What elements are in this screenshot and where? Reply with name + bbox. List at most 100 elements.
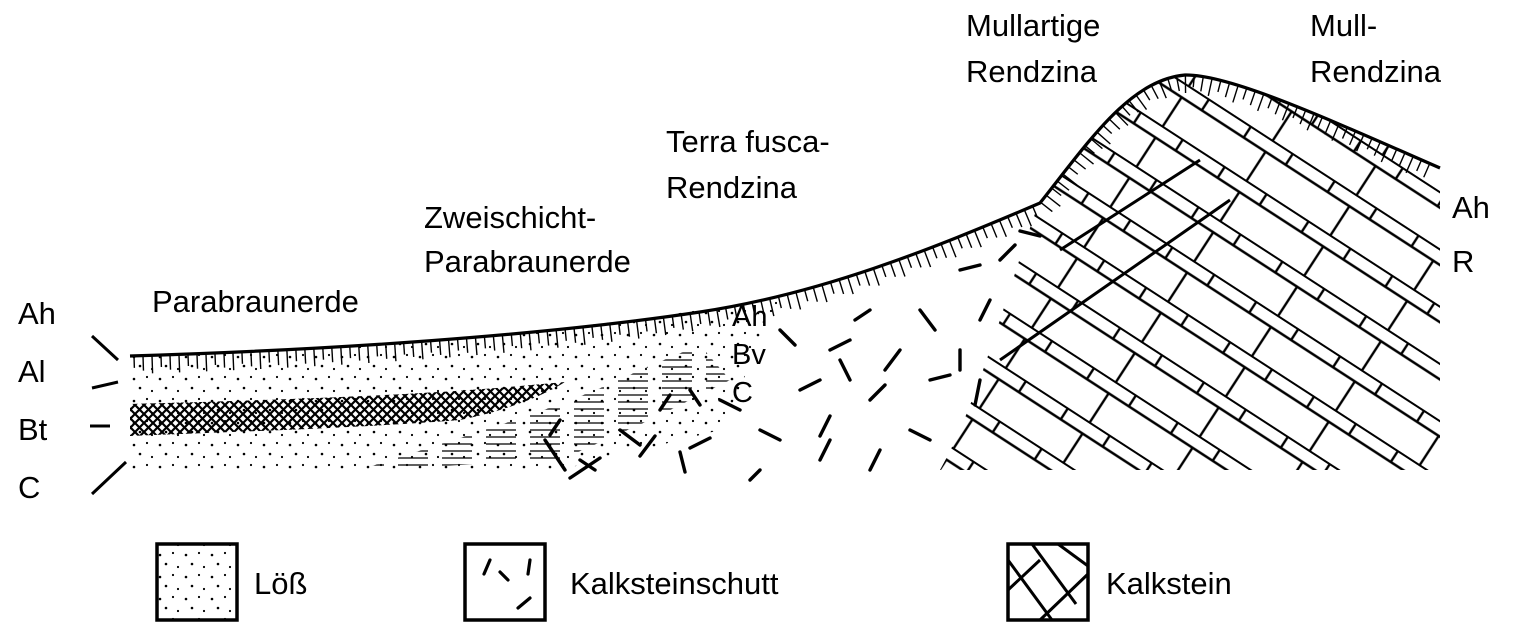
limestone-rubble: [543, 229, 1042, 482]
rubble-dash: [818, 438, 832, 462]
horizon-left-bt: Bt: [18, 412, 48, 447]
hatch-mark: [295, 349, 298, 362]
hatch-mark: [1007, 216, 1013, 229]
rubble-dash: [678, 450, 687, 474]
hatch-mark: [447, 339, 451, 358]
hatch-mark: [653, 318, 658, 334]
horizon-left-ah: Ah: [18, 296, 56, 331]
rubble-dash: [908, 428, 932, 442]
rubble-dash: [748, 468, 762, 482]
legend-swatch-loess: [155, 542, 239, 622]
hatch-mark: [671, 315, 675, 328]
hatch-mark: [223, 352, 226, 368]
hatch-mark: [680, 314, 685, 330]
bt-horizon-band: [130, 382, 565, 436]
legend-swatch-kalksteinschutt: [463, 542, 547, 622]
horizon-middle-c: C: [732, 377, 753, 409]
hatch-mark: [973, 230, 982, 248]
hatch-mark: [760, 300, 765, 316]
hatch-mark: [402, 342, 406, 355]
legend-item-kalksteinschutt: Kalksteinschutt: [463, 542, 779, 622]
hatch-mark: [982, 226, 988, 239]
hatch-mark: [438, 339, 442, 356]
hatch-mark: [250, 351, 253, 367]
hatch-mark: [990, 223, 998, 238]
hatch-mark: [847, 276, 854, 295]
hatch-mark: [812, 287, 819, 302]
hatch-mark: [555, 329, 559, 348]
hatch-mark: [358, 345, 361, 361]
hatch-mark: [304, 348, 307, 364]
hatch-mark: [268, 350, 271, 363]
label-mull-line2: Rendzina: [1310, 54, 1442, 89]
legend-label-kalkstein: Kalkstein: [1106, 566, 1232, 601]
label-parabraunerde: Parabraunerde: [152, 284, 359, 319]
hatch-mark: [600, 324, 604, 340]
hatch-mark: [286, 349, 289, 368]
rubble-dash: [688, 388, 702, 407]
hatch-mark: [1015, 212, 1023, 228]
rubble-dash: [718, 398, 742, 412]
hatch-mark: [313, 348, 316, 367]
soil-cross-section: [90, 73, 1441, 496]
hatch-mark: [277, 350, 280, 366]
label-zweischicht-line2: Parabraunerde: [424, 244, 631, 279]
hatch-mark: [786, 294, 792, 309]
hatch-mark: [609, 323, 613, 342]
hatch-mark: [259, 350, 262, 370]
horizon-labels-middle: Ah Bv C: [732, 301, 767, 409]
hatch-mark: [340, 346, 343, 365]
hatch-mark: [411, 341, 415, 358]
rubble-dash: [868, 383, 887, 402]
hatch-mark: [528, 332, 532, 351]
rubble-dash: [798, 378, 822, 392]
hatch-mark: [151, 355, 154, 374]
horizon-right-r: R: [1452, 244, 1474, 279]
rubble-dash: [868, 448, 882, 472]
hatch-mark: [582, 326, 586, 345]
hatch-mark: [707, 310, 711, 326]
hatch-mark: [241, 351, 244, 364]
horizon-middle-bv: Bv: [732, 339, 766, 371]
legend: Löß Kalksteinschutt Kalkstein: [155, 542, 1232, 622]
rubble-dash: [918, 308, 937, 332]
rubble-dash: [973, 378, 982, 407]
label-zweischicht-line1: Zweischicht-: [424, 200, 596, 235]
legend-item-kalkstein: Kalkstein: [1006, 542, 1232, 622]
hatch-mark: [393, 343, 397, 362]
rubble-dash: [658, 393, 672, 412]
hatch-mark: [931, 246, 938, 259]
horizon-labels-right: Ah R: [1452, 190, 1490, 279]
hatch-mark: [376, 344, 379, 357]
hatch-mark: [769, 298, 775, 317]
hatch-mark: [501, 334, 505, 353]
left-edge-marks: [90, 334, 128, 496]
horizon-right-ah: Ah: [1452, 190, 1490, 225]
hatch-mark: [742, 304, 748, 323]
horizon-middle-ah: Ah: [732, 301, 767, 333]
legend-label-loess: Löß: [254, 566, 307, 601]
label-terra-fusca-line1: Terra fusca-: [666, 124, 830, 159]
rubble-dash: [818, 414, 832, 438]
hatch-mark: [864, 271, 871, 286]
hatch-mark: [429, 340, 433, 353]
hatch-mark: [537, 331, 541, 344]
bedrock-extra-joints: [999, 158, 1231, 362]
profile-labels: Parabraunerde Zweischicht- Parabraunerde…: [152, 8, 1442, 319]
hatch-mark: [169, 354, 172, 370]
hatch-mark: [635, 320, 640, 339]
rubble-dash: [838, 358, 852, 382]
hatch-mark: [232, 352, 235, 371]
legend-rubble-marks: [482, 558, 532, 610]
hatch-mark: [367, 344, 370, 364]
rubble-dash: [778, 328, 797, 347]
hatch-mark: [196, 353, 199, 369]
hatch-mark: [214, 352, 217, 366]
hatch-mark: [465, 337, 469, 353]
hatch-mark: [492, 335, 496, 351]
hatch-mark: [906, 256, 913, 269]
hatch-mark: [957, 236, 963, 249]
hatch-mark: [349, 346, 352, 359]
rubble-dash: [828, 338, 852, 352]
rubble-dash: [688, 436, 712, 450]
